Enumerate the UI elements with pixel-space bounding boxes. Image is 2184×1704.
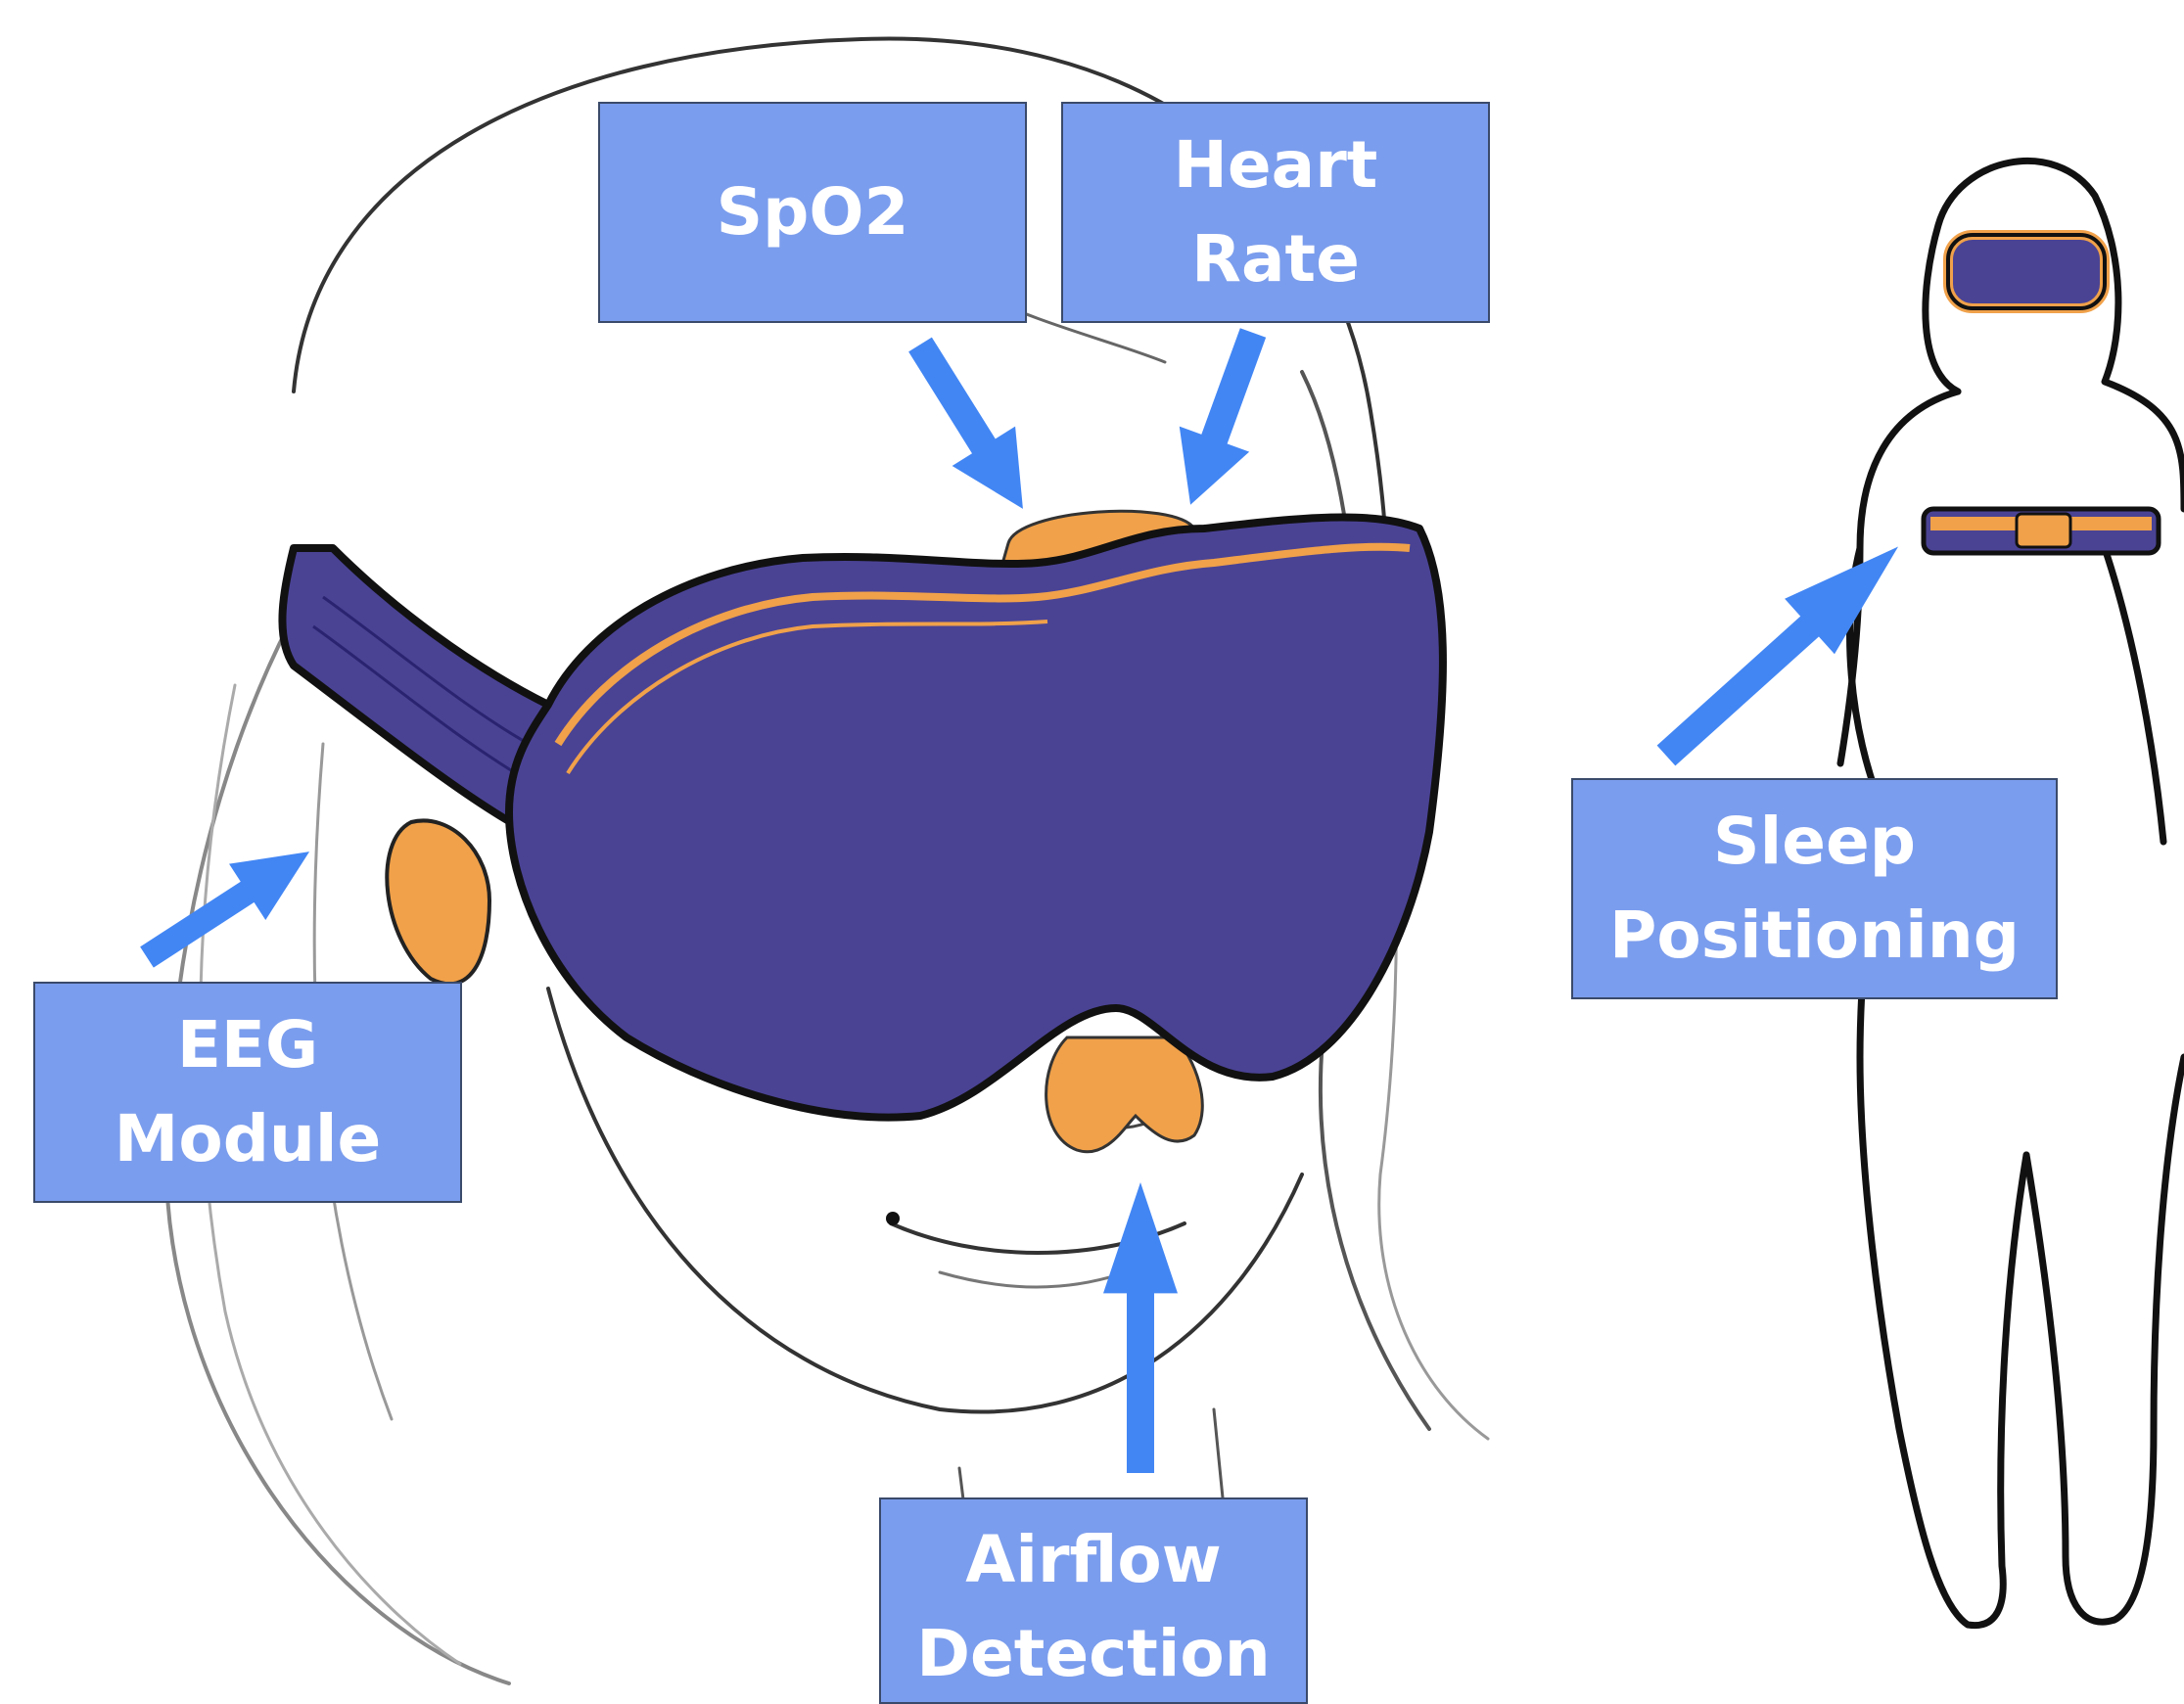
label-heart-rate: Heart Rate bbox=[1061, 102, 1490, 323]
arrow-airflow bbox=[1103, 1182, 1178, 1473]
label-sleep-positioning: Sleep Positioning bbox=[1571, 778, 2058, 999]
label-spo2: SpO2 bbox=[598, 102, 1027, 323]
label-airflow-line-1: Airflow bbox=[965, 1513, 1222, 1607]
arrow-heart-rate bbox=[1155, 320, 1287, 518]
mouth-dot bbox=[886, 1212, 900, 1225]
ear-module bbox=[387, 820, 489, 984]
label-eeg-line-2: Module bbox=[115, 1092, 382, 1186]
label-airflow-detection: Airflow Detection bbox=[879, 1497, 1308, 1704]
label-eeg-module: EEG Module bbox=[33, 982, 462, 1203]
nasal-sensor bbox=[1046, 1037, 1203, 1152]
arrow-spo2 bbox=[889, 325, 1054, 529]
label-eeg-line-1: EEG bbox=[177, 998, 318, 1092]
label-heart-rate-line-1: Heart bbox=[1174, 118, 1378, 212]
label-airflow-line-2: Detection bbox=[916, 1607, 1271, 1701]
label-heart-rate-line-2: Rate bbox=[1191, 212, 1360, 306]
label-spo2-line-1: SpO2 bbox=[717, 165, 909, 259]
arrow-eeg bbox=[128, 823, 327, 985]
arrow-sleep-positioning bbox=[1642, 519, 1924, 783]
body-head-band bbox=[1948, 235, 2105, 308]
eye-mask bbox=[509, 517, 1443, 1117]
label-sleep-line-1: Sleep bbox=[1713, 795, 1916, 889]
label-sleep-line-2: Positioning bbox=[1609, 889, 2020, 983]
